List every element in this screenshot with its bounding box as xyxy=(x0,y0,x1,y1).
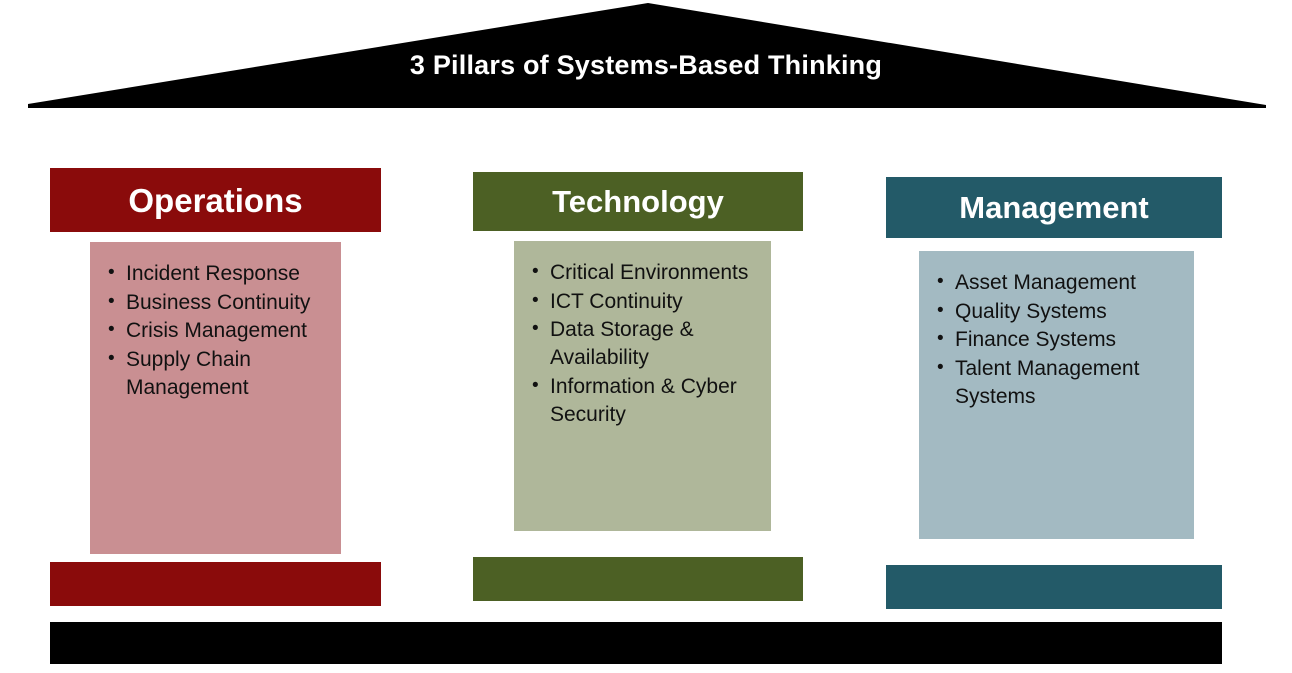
diagram-title: 3 Pillars of Systems-Based Thinking xyxy=(409,50,883,80)
pillar-operations-base xyxy=(50,562,381,606)
list-item: Business Continuity xyxy=(104,289,327,317)
list-item: Quality Systems xyxy=(933,298,1180,326)
pillar-management-list: Asset Management Quality Systems Finance… xyxy=(933,269,1180,411)
list-item: Finance Systems xyxy=(933,326,1180,354)
pillar-operations-title: Operations xyxy=(128,181,303,219)
pillar-operations-body: Incident Response Business Continuity Cr… xyxy=(90,242,341,554)
roof-triangle-icon xyxy=(28,3,1266,108)
pillar-management-base xyxy=(886,565,1222,609)
list-item: Data Storage & Availability xyxy=(528,316,757,371)
list-item: Incident Response xyxy=(104,260,327,288)
list-item: ICT Continuity xyxy=(528,288,757,316)
pillar-management-header: Management xyxy=(886,177,1222,238)
roof-pediment: 3 Pillars of Systems-Based Thinking xyxy=(0,0,1292,112)
list-item: Critical Environments xyxy=(528,259,757,287)
list-item: Asset Management xyxy=(933,269,1180,297)
list-item: Talent Management Systems xyxy=(933,355,1180,410)
pillar-technology-body: Critical Environments ICT Continuity Dat… xyxy=(514,241,771,531)
list-item: Supply Chain Management xyxy=(104,346,327,401)
foundation-bar xyxy=(50,622,1222,664)
pillar-technology-base xyxy=(473,557,803,601)
pillar-operations-list: Incident Response Business Continuity Cr… xyxy=(104,260,327,402)
pillar-management-body: Asset Management Quality Systems Finance… xyxy=(919,251,1194,539)
pillar-management-title: Management xyxy=(959,190,1149,225)
pillar-technology-header: Technology xyxy=(473,172,803,231)
pillar-technology-list: Critical Environments ICT Continuity Dat… xyxy=(528,259,757,428)
pillar-technology-title: Technology xyxy=(552,184,724,219)
list-item: Crisis Management xyxy=(104,317,327,345)
pillar-operations-header: Operations xyxy=(50,168,381,232)
list-item: Information & Cyber Security xyxy=(528,373,757,428)
